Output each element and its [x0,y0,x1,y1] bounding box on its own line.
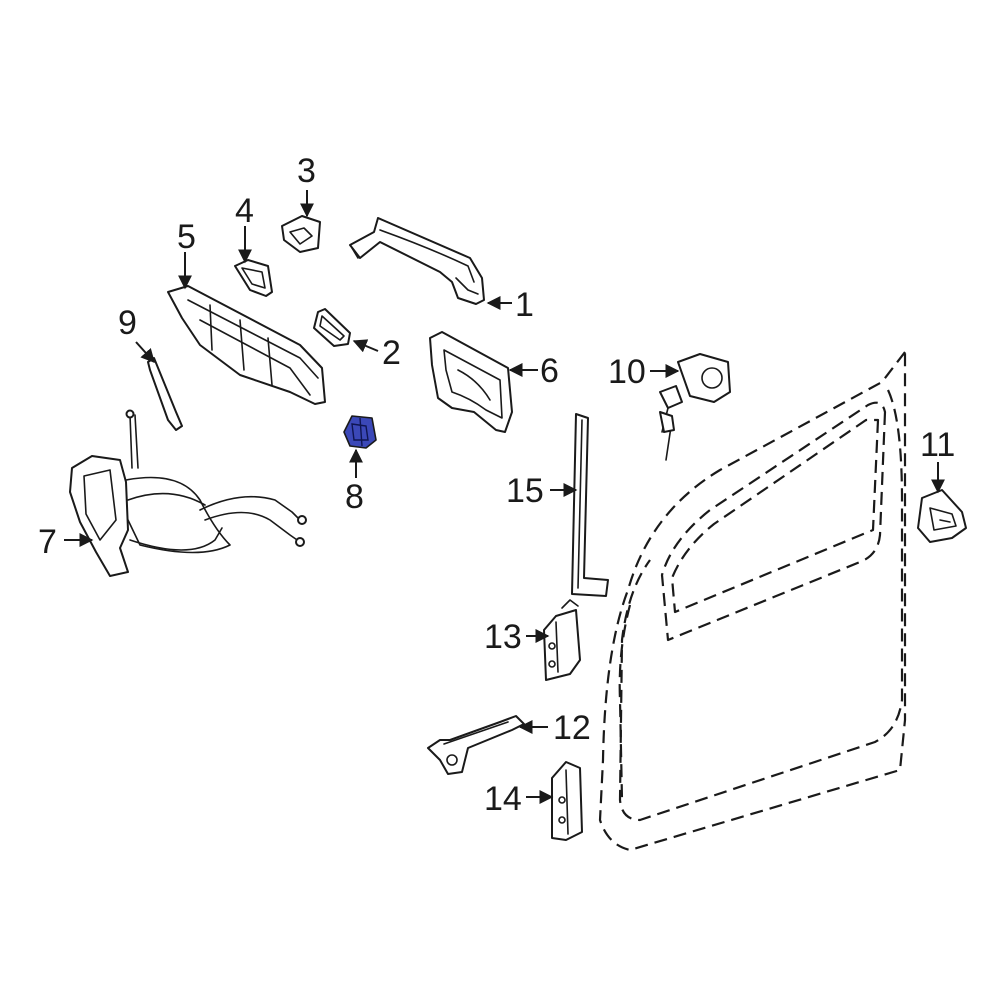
part-12-check-strap[interactable] [427,715,525,775]
part-5-handle-bracket[interactable] [167,285,326,405]
callout-numbers: 1 2 3 4 5 6 7 8 9 10 11 12 13 14 15 [38,152,955,818]
callout-4: 4 [235,192,254,230]
part-10-lock-cylinder[interactable] [659,353,731,461]
callout-9: 9 [118,304,137,342]
part-8-clip-highlighted[interactable] [343,415,377,449]
door-outline [598,350,907,852]
callout-13: 13 [484,618,522,656]
callout-5: 5 [177,218,196,256]
callout-10: 10 [608,353,646,391]
part-1-exterior-handle[interactable] [349,217,485,305]
callout-15: 15 [506,472,544,510]
callout-6: 6 [540,352,559,390]
callout-8: 8 [345,478,364,516]
part-14-lower-hinge[interactable] [551,761,583,841]
callout-11: 11 [920,426,955,464]
callout-2: 2 [382,334,401,372]
part-11-striker[interactable] [917,489,967,543]
part-6-inside-handle[interactable] [429,331,513,433]
part-4-gasket[interactable] [234,259,273,297]
part-7-door-latch[interactable] [69,409,307,577]
part-9-rod[interactable] [147,357,183,431]
callout-3: 3 [297,152,316,190]
callout-1: 1 [515,286,534,324]
part-15-glass-channel[interactable] [571,413,609,597]
leader-lines [64,190,945,804]
callout-7: 7 [38,523,57,561]
part-13-upper-hinge[interactable] [543,599,581,681]
part-3-handle-cap[interactable] [281,215,321,253]
part-2-gasket[interactable] [313,308,351,347]
callout-14: 14 [484,780,522,818]
callout-12: 12 [553,709,591,747]
